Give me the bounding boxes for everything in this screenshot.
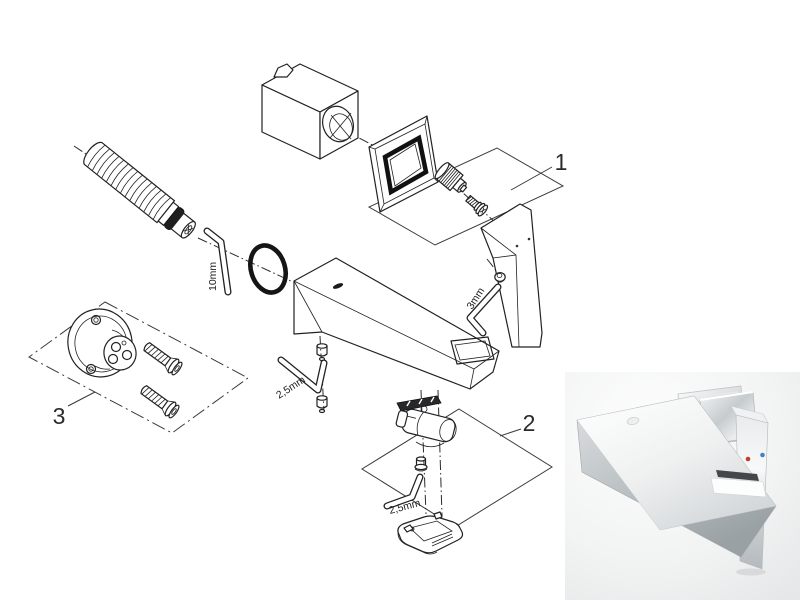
grohe-logo-mark (332, 283, 344, 289)
group-box-3 (28, 301, 249, 434)
allen-key-10mm: 10mm (203, 227, 232, 296)
plate-clip-top (433, 511, 443, 520)
photo-handle-shadow (736, 568, 766, 576)
lever-handle (480, 203, 543, 348)
part-label-2: 2 (523, 410, 536, 436)
leader-line-2 (499, 428, 522, 437)
adapter-screw (465, 194, 489, 217)
lever-set-screw (494, 272, 506, 283)
mounting-screw-1 (143, 342, 183, 376)
aerator-screw-detail (420, 405, 428, 413)
aerator-grub-screw (414, 456, 428, 472)
photo-spout-window (710, 477, 767, 498)
o-ring (247, 243, 289, 295)
cold-indicator-dot (760, 452, 765, 458)
allen-key-2-5mm-aerator: 2,5mm (383, 473, 424, 517)
aerator-axis-line-right (437, 389, 443, 517)
spout-key-size-label: 2,5mm (274, 374, 308, 402)
phillips-slot-icon (183, 224, 194, 235)
hose-key-size-label: 10mm (207, 262, 219, 291)
flange-hole-bottom (85, 363, 97, 375)
part-label-1: 1 (555, 149, 568, 175)
handle-recess (322, 105, 354, 143)
handle-marker-bump (273, 63, 294, 78)
hose-axis-stub (73, 145, 90, 157)
spout-window (450, 336, 495, 365)
product-photo (565, 372, 800, 600)
wall-escutcheon (368, 115, 439, 213)
lever-dot-1 (515, 244, 519, 248)
plate-clip-left (403, 524, 414, 533)
handle-housing (261, 63, 359, 160)
aerator-key-size-label: 2,5mm (388, 497, 422, 517)
photo-spout-slot (716, 470, 759, 481)
leader-line-3 (67, 391, 96, 407)
aerator-axis-line-left (420, 389, 427, 515)
bottom-cover-plate (397, 511, 464, 555)
mousseur-assembly (395, 395, 457, 448)
hot-indicator-dot (745, 456, 751, 462)
cartridge-adapter (434, 162, 468, 193)
allen-key-2-5mm-spout: 2,5mm (274, 356, 328, 402)
flexible-hose (83, 141, 196, 239)
part-label-3: 3 (53, 403, 66, 429)
screw-cross-slot-icon (479, 207, 486, 214)
flange-hole-top (90, 314, 102, 326)
leader-line-1 (510, 166, 553, 191)
lever-dot-2 (527, 237, 531, 241)
recess-cross-lines (329, 112, 352, 140)
escutcheon-opening (382, 134, 429, 196)
mounting-flange (67, 308, 137, 378)
mounting-screw-2 (140, 385, 180, 419)
spout-grub-screw-upper (316, 343, 328, 362)
spout-grub-screw-lower (316, 395, 328, 414)
spout-body (293, 257, 500, 390)
photo-spout (576, 395, 777, 558)
photo-grohe-logo (626, 417, 640, 425)
allen-key-3mm: 3mm (464, 283, 502, 337)
